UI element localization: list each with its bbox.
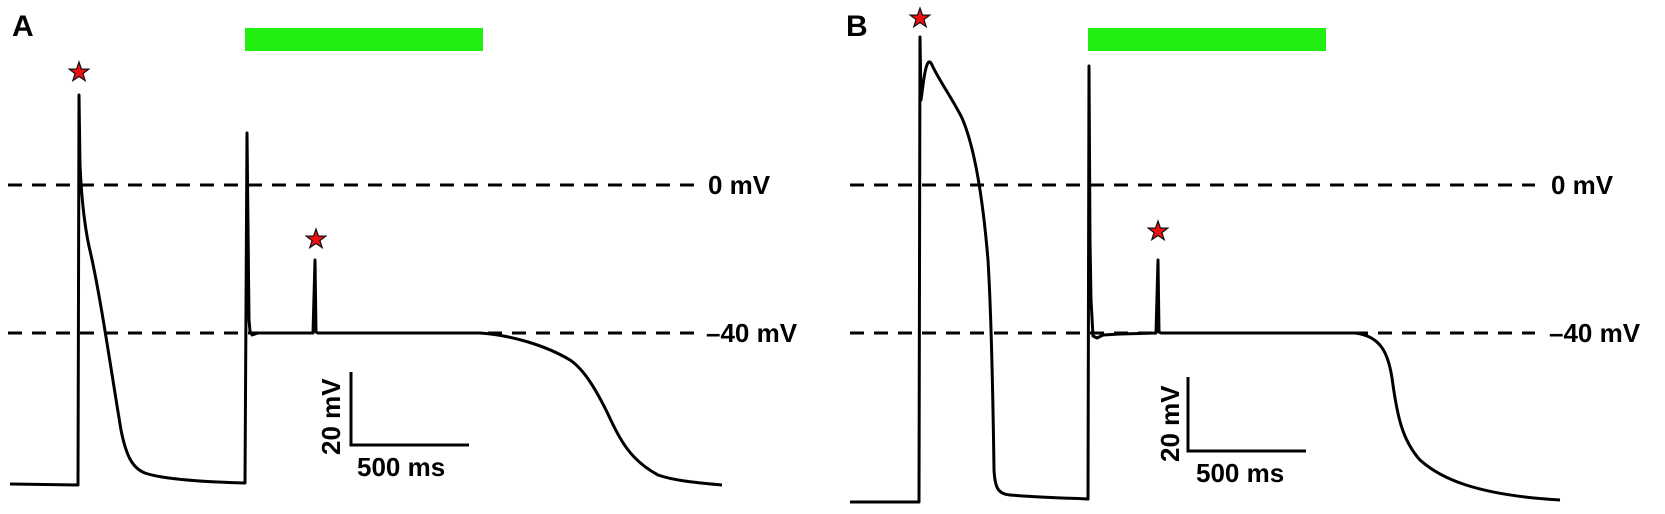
- reference-label-neg40mv-b: –40 mV: [1549, 318, 1641, 348]
- star-icon: [908, 6, 932, 29]
- reference-label-0mv-b: 0 mV: [1551, 170, 1614, 200]
- panel-b: B 0 mV –40 mV 20 mV 500 ms: [846, 6, 1641, 504]
- panel-a: A 0 mV –40 mV 20 mV 500 ms: [8, 10, 798, 487]
- scale-bar-a: [349, 372, 469, 447]
- scale-label-mv-b: 20 mV: [1155, 385, 1185, 462]
- scale-label-ms-a: 500 ms: [357, 452, 445, 482]
- star-icon: [1146, 219, 1170, 242]
- panel-letter-a: A: [12, 10, 34, 43]
- voltage-trace-a: [9, 93, 723, 487]
- scale-label-mv-a: 20 mV: [316, 378, 346, 455]
- voltage-trace-b: [850, 35, 1561, 504]
- stimulus-bar-a: [245, 28, 483, 51]
- scale-label-ms-b: 500 ms: [1196, 458, 1284, 488]
- star-icon: [304, 227, 328, 250]
- scale-bar-b: [1186, 377, 1306, 453]
- stimulus-bar-b: [1088, 28, 1326, 51]
- star-icon: [67, 60, 91, 83]
- reference-label-neg40mv-a: –40 mV: [706, 318, 798, 348]
- panel-letter-b: B: [846, 10, 868, 43]
- reference-label-0mv-a: 0 mV: [708, 170, 771, 200]
